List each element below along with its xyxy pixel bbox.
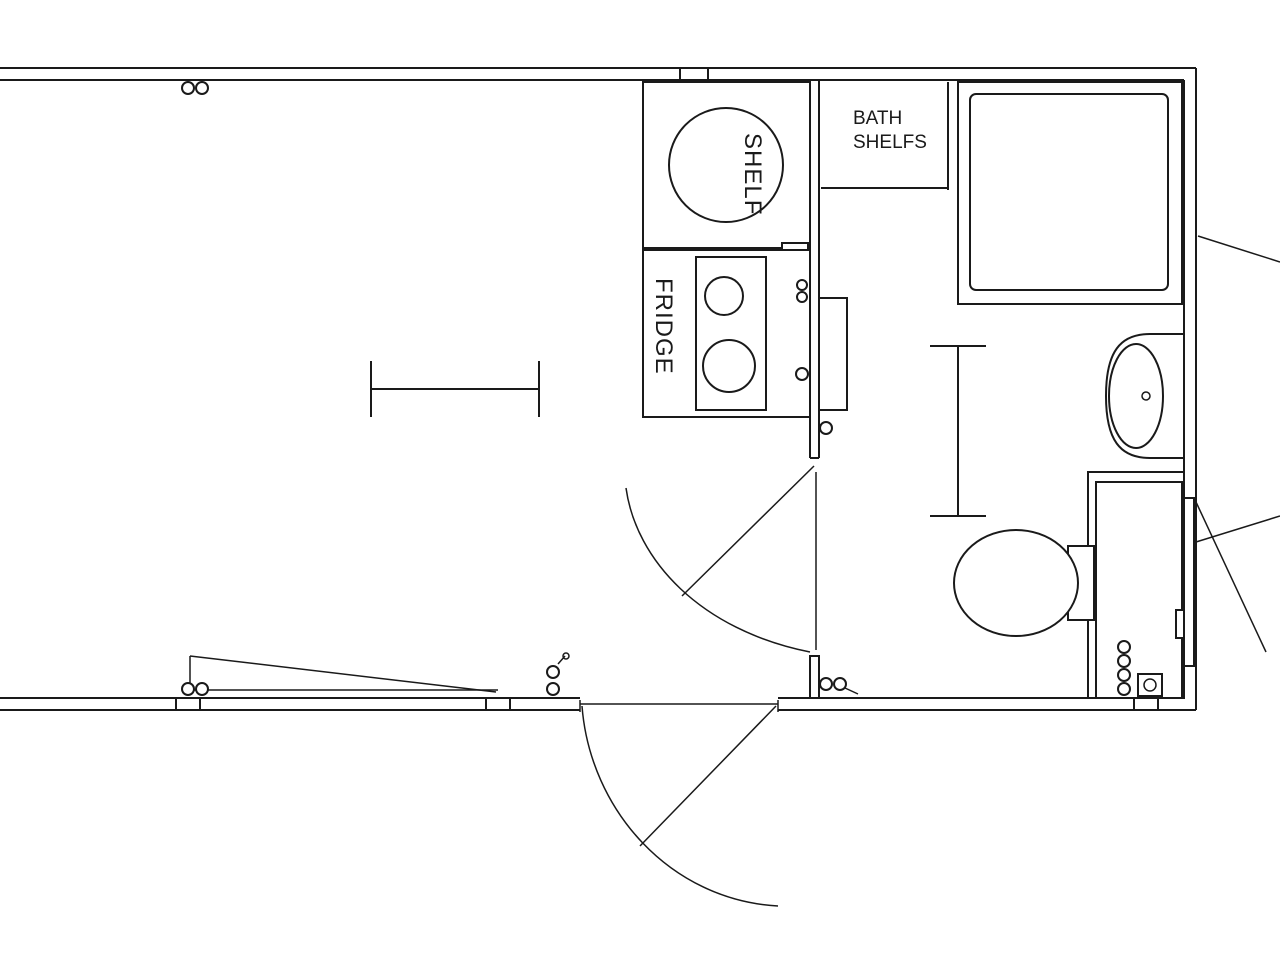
shower-tray	[969, 93, 1169, 291]
socket-bathroom-bank	[1117, 640, 1131, 696]
basin-bowl	[1108, 343, 1164, 449]
bottom-wall-joint-left	[175, 697, 201, 711]
dimension-markers	[370, 345, 986, 517]
bath-shelfs-label-line2: SHELFS	[853, 132, 927, 153]
partition-panel	[818, 297, 848, 411]
front-window-swing	[189, 655, 497, 693]
shelf-label: SHELF	[739, 133, 766, 215]
switch-entrance	[546, 652, 570, 696]
bottom-wall-joint-mid	[485, 697, 511, 711]
side-door-leaf	[1195, 501, 1267, 653]
toilet	[953, 471, 1185, 699]
toilet-roll-holder	[1137, 673, 1163, 697]
electrical-fittings	[181, 81, 1131, 696]
outer-walls	[0, 67, 1197, 711]
bottom-wall-joint-right	[1133, 697, 1159, 711]
front-window	[189, 655, 498, 693]
basin-drain	[1141, 391, 1151, 401]
socket-top-left	[181, 81, 209, 95]
wash-basin	[1104, 333, 1184, 459]
shower	[957, 81, 1183, 305]
interior-door	[625, 465, 815, 653]
burner-large	[702, 339, 756, 393]
shelf-unit: SHELF	[642, 81, 811, 249]
interior-door-arc	[625, 487, 811, 653]
top-wall-joint	[679, 67, 709, 81]
partition-lower-stub	[809, 655, 820, 699]
fridge-unit: FRIDGE	[642, 242, 811, 418]
fridge-label: FRIDGE	[650, 278, 677, 375]
toilet-boxing-inner	[1095, 481, 1183, 699]
entrance-door	[579, 700, 779, 907]
cooktop	[695, 256, 767, 411]
basin-counter	[1104, 333, 1184, 459]
bath-shelfs-label-line1: BATH	[853, 108, 902, 129]
burner-small	[704, 276, 744, 316]
partition-wall	[809, 80, 848, 699]
socket-kitchen-upper	[796, 279, 808, 303]
upper-window-swing	[1197, 235, 1280, 263]
toilet-flush	[1175, 609, 1185, 639]
socket-bottom-left	[181, 682, 209, 696]
entrance-door-leaf	[639, 705, 777, 847]
bath-shelfs: BATH SHELFS	[821, 82, 949, 190]
sink-bowl	[668, 107, 784, 223]
fridge-cabinet-edge	[781, 242, 809, 251]
toilet-roll	[1143, 678, 1157, 692]
socket-partition	[819, 421, 833, 435]
side-door-swing-upper	[1195, 515, 1280, 543]
right-wall-openings	[1183, 235, 1280, 667]
switch-bathroom	[819, 677, 859, 695]
interior-door-leaf	[681, 465, 815, 597]
socket-kitchen-lower	[795, 367, 809, 381]
entrance-door-arc	[581, 705, 779, 907]
toilet-bowl	[953, 529, 1079, 637]
side-door-frame	[1183, 497, 1195, 667]
